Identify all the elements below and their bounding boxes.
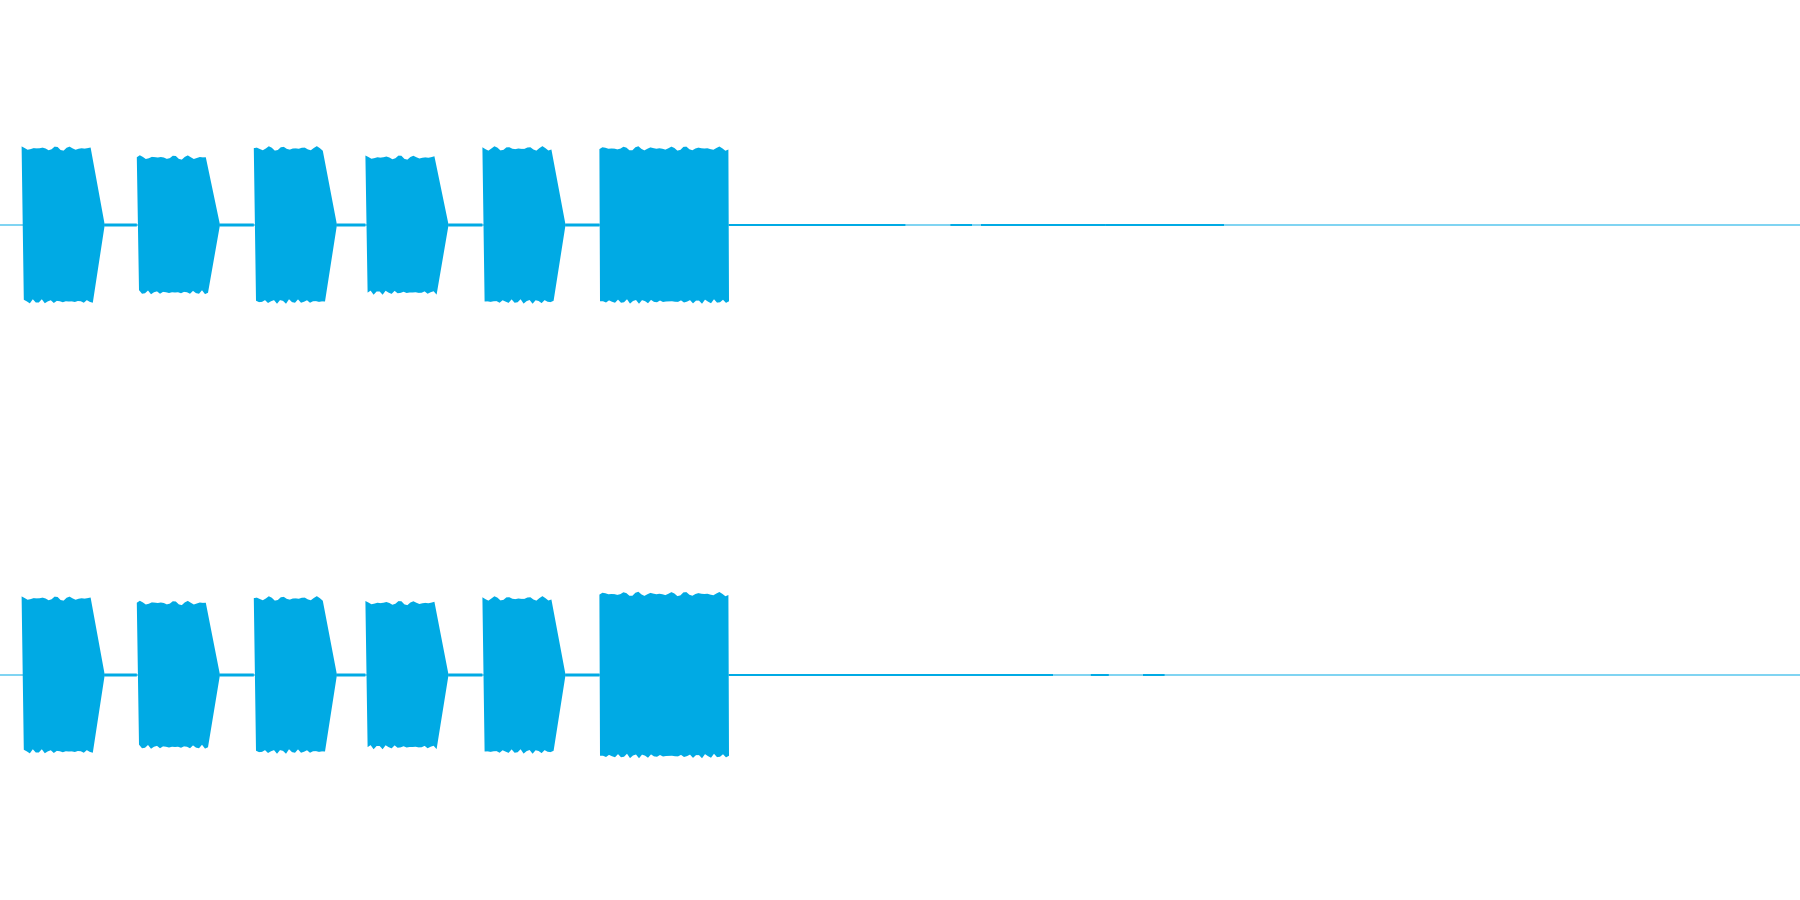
waveform-burst — [365, 155, 449, 295]
waveform-burst — [599, 591, 729, 759]
waveform-burst — [365, 601, 449, 750]
waveform-burst — [482, 596, 566, 754]
waveform-burst — [136, 600, 220, 749]
waveform-burst — [253, 146, 337, 304]
channel-2-waveform — [0, 591, 1800, 759]
waveform-burst — [253, 596, 337, 754]
channel-1-waveform — [0, 146, 1800, 304]
waveform-burst — [21, 146, 105, 304]
waveform-burst — [599, 146, 729, 304]
waveform-burst — [482, 146, 566, 304]
waveform-burst — [21, 596, 105, 754]
waveform-burst — [136, 155, 220, 295]
